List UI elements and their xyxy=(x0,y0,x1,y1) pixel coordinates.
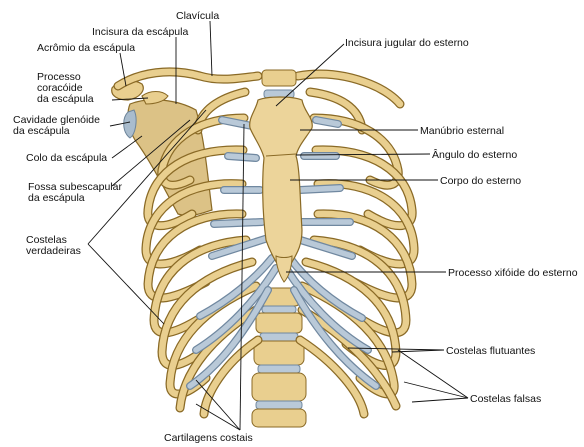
ribs-left xyxy=(141,87,263,419)
label-processo-coracoide-1: Processo xyxy=(37,71,81,83)
label-costelas-verdadeiras-2: verdadeiras xyxy=(26,245,81,257)
vertebral-column xyxy=(251,69,307,428)
coracoid-process xyxy=(141,90,169,105)
label-fossa-subescapular-1: Fossa subescapular xyxy=(28,181,122,193)
leader-lines xyxy=(87,20,469,431)
label-incisura-escapula: Incisura da escápula xyxy=(92,26,188,38)
ribs-right xyxy=(295,87,419,419)
label-clavicula: Clavícula xyxy=(176,10,219,22)
label-acromio: Acrômio da escápula xyxy=(37,42,135,54)
label-cavidade-glenoide-1: Cavidade glenóide xyxy=(13,114,100,126)
label-manubrio: Manúbrio esternal xyxy=(420,125,504,137)
label-processo-coracoide-3: da escápula xyxy=(37,93,94,105)
glenoid-cavity xyxy=(123,109,137,139)
clavicle-right-fill xyxy=(294,70,404,108)
label-processo-coracoide-2: coracóide xyxy=(37,82,83,94)
label-costelas-verdadeiras-1: Costelas xyxy=(26,234,67,246)
label-fossa-subescapular-2: da escápula xyxy=(28,192,85,204)
sternal-angle xyxy=(265,153,297,157)
label-incisura-jugular: Incisura jugular do esterno xyxy=(345,37,469,49)
label-colo-escapula: Colo da escápula xyxy=(26,152,107,164)
label-processo-xifoide: Processo xifóide do esterno xyxy=(448,267,578,279)
label-cartilagens-costais: Cartilagens costais xyxy=(164,432,253,444)
sternum xyxy=(249,96,313,274)
labels: Clavícula Incisura da escápula Acrômio d… xyxy=(13,10,578,444)
costal-cartilages xyxy=(186,116,380,390)
clavicle-left-fill xyxy=(114,68,262,90)
label-costelas-flutuantes: Costelas flutuantes xyxy=(446,345,535,357)
label-cavidade-glenoide-2: da escápula xyxy=(13,125,70,137)
thoracic-cage-illustration xyxy=(111,67,419,428)
label-corpo-esterno: Corpo do esterno xyxy=(440,175,521,187)
label-costelas-falsas: Costelas falsas xyxy=(470,393,541,405)
label-angulo-esterno: Ângulo do esterno xyxy=(432,148,517,161)
